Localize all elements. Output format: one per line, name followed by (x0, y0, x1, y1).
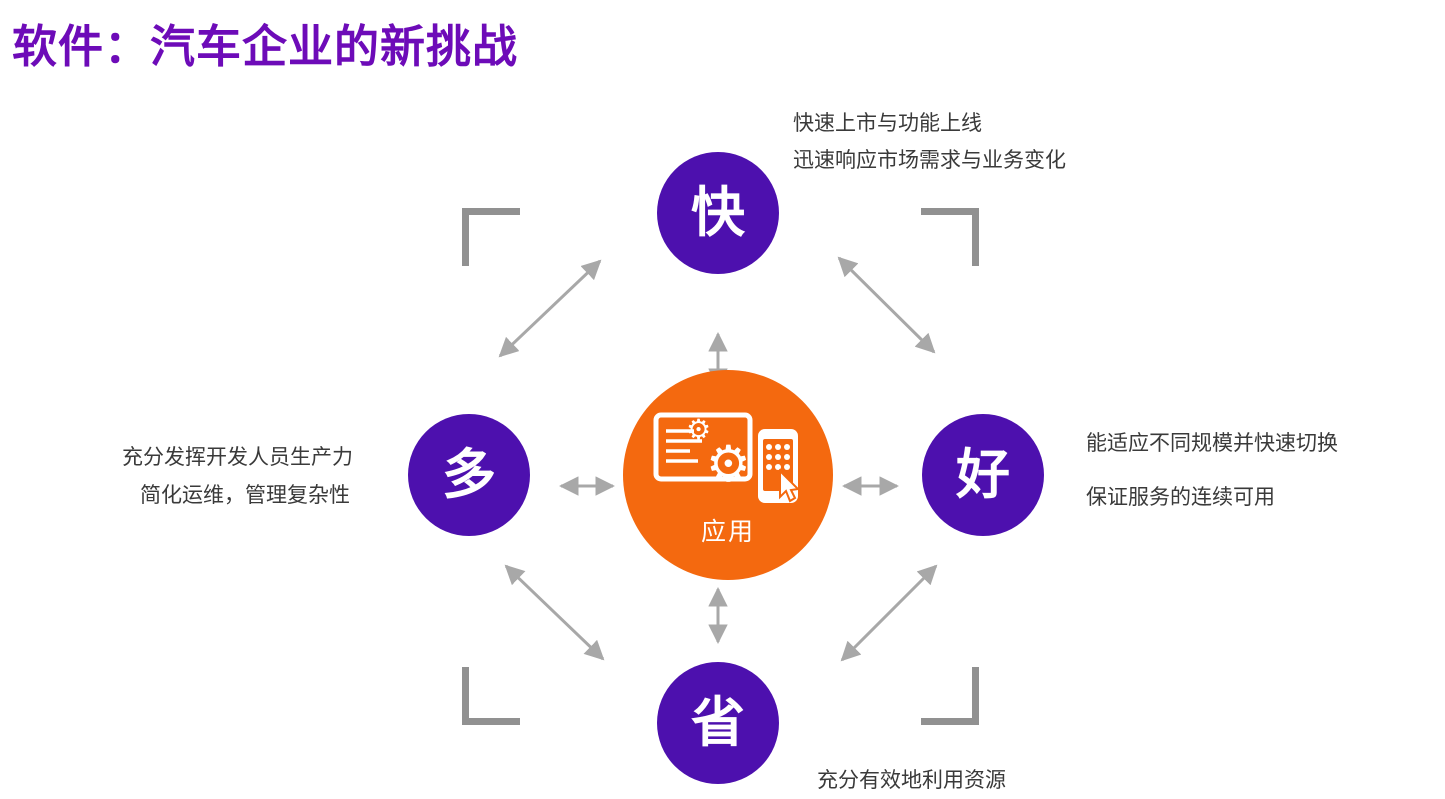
corner-bracket-bottom-left (462, 667, 520, 725)
annotation-good-line2: 保证服务的连续可用 (1086, 486, 1275, 509)
large-gear-icon: ⚙ (706, 436, 751, 492)
small-gear-icon: ⚙ (686, 414, 711, 445)
corner-bracket-top-right (921, 208, 979, 266)
cursor-icon (779, 468, 801, 502)
node-many: 多 (408, 414, 530, 536)
arrow-diagonal-bottom-right (840, 564, 938, 662)
annotation-fast-line1: 快速上市与功能上线 (793, 112, 982, 135)
corner-bracket-top-left (462, 208, 520, 266)
node-good-label: 好 (956, 445, 1010, 505)
center-label: 应用 (700, 517, 755, 546)
annotation-many-line2: 简化运维，管理复杂性 (140, 484, 350, 507)
node-many-label: 多 (442, 445, 496, 505)
node-good: 好 (922, 414, 1044, 536)
annotation-save-line1: 充分有效地利用资源 (817, 769, 1006, 792)
center-app-circle: ⚙ ⚙ 应用 (623, 370, 833, 580)
node-save: 省 (657, 662, 779, 784)
app-devices-icon: ⚙ ⚙ (653, 412, 801, 503)
arrow-diagonal-top-left (498, 259, 602, 358)
node-fast-label: 快 (691, 183, 745, 243)
node-fast: 快 (657, 152, 779, 274)
arrow-diagonal-top-right (837, 256, 936, 354)
annotation-good-line1: 能适应不同规模并快速切换 (1086, 432, 1338, 455)
annotation-many-line1: 充分发挥开发人员生产力 (122, 446, 353, 469)
corner-bracket-bottom-right (921, 667, 979, 725)
node-save-label: 省 (691, 693, 745, 753)
annotation-fast-line2: 迅速响应市场需求与业务变化 (793, 149, 1066, 172)
arrow-diagonal-bottom-left (504, 564, 605, 661)
slide-title: 软件：汽车企业的新挑战 (12, 21, 519, 72)
